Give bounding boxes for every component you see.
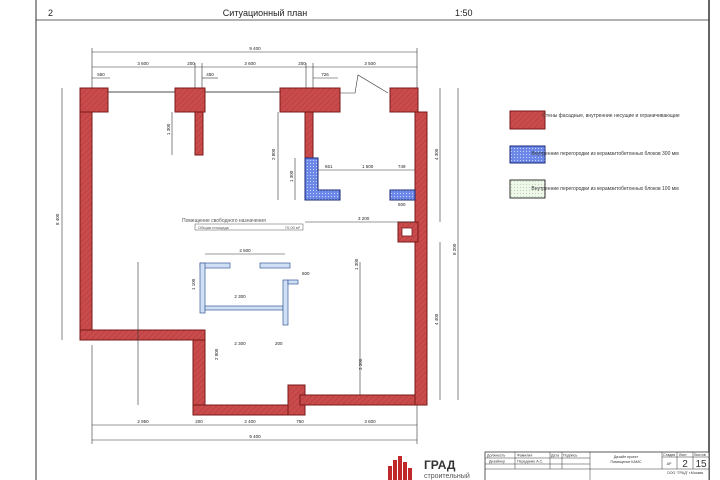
legend: Стены фасадные, внутренние несущие и огр… (509, 110, 680, 199)
svg-text:Дата: Дата (551, 454, 559, 458)
svg-text:1 300: 1 300 (166, 123, 171, 135)
svg-text:9 400: 9 400 (249, 434, 261, 439)
company-logo: ГРАД строительный (388, 456, 470, 480)
svg-text:2 300: 2 300 (234, 341, 246, 346)
partitions-300 (304, 157, 416, 201)
svg-text:Листов: Листов (694, 453, 706, 457)
svg-text:2 800: 2 800 (271, 148, 276, 160)
svg-text:Должность: Должность (487, 454, 505, 458)
bottom-dimensions: 2 950 200 2 400 750 3 600 9 400 (91, 345, 418, 444)
svg-text:600: 600 (302, 271, 310, 276)
svg-text:Дизайн проект: Дизайн проект (614, 455, 639, 459)
svg-text:Помещение КАМС: Помещение КАМС (610, 460, 641, 464)
svg-text:1 500: 1 500 (362, 164, 374, 169)
logo-subtitle: строительный (424, 472, 470, 480)
svg-text:ООО "ГРАД" г.Москва: ООО "ГРАД" г.Москва (667, 471, 703, 475)
sheet-number: 2 (48, 8, 53, 18)
legend-swatch-100 (509, 179, 546, 199)
svg-text:4 400: 4 400 (434, 313, 439, 325)
room-name: Помещение свободного назначения (182, 218, 266, 224)
svg-text:3 300: 3 300 (358, 358, 363, 370)
svg-text:3 600: 3 600 (244, 61, 256, 66)
svg-text:Переданко А.С.: Переданко А.С. (517, 460, 543, 464)
svg-text:749: 749 (398, 164, 406, 169)
legend-swatch-300 (509, 145, 546, 164)
svg-text:Подпись: Подпись (563, 454, 577, 458)
svg-text:Фамилия: Фамилия (517, 454, 532, 458)
logo-name: ГРАД (424, 458, 456, 472)
svg-text:4 300: 4 300 (434, 148, 439, 160)
svg-text:2: 2 (682, 459, 688, 470)
svg-text:15: 15 (695, 459, 707, 470)
svg-text:450: 450 (206, 72, 214, 77)
svg-text:8 400: 8 400 (55, 213, 60, 225)
svg-text:200: 200 (195, 419, 203, 424)
svg-text:200: 200 (298, 61, 306, 66)
svg-text:200: 200 (187, 61, 195, 66)
svg-text:АР: АР (667, 462, 672, 466)
legend-text-walls: Стены фасадные, внутренние несущие и огр… (542, 113, 680, 119)
svg-text:651: 651 (325, 164, 333, 169)
title-block: Должность Фамилия Дата Подпись Дизайнер … (484, 451, 710, 480)
legend-swatch-walls (509, 110, 546, 130)
exterior-walls (79, 87, 428, 416)
svg-text:500: 500 (398, 202, 406, 207)
svg-text:550: 550 (97, 72, 105, 77)
svg-text:Дизайнер: Дизайнер (489, 460, 505, 464)
svg-text:750: 750 (296, 419, 304, 424)
svg-text:2 300: 2 300 (234, 294, 246, 299)
sheet-scale: 1:50 (455, 8, 473, 18)
svg-text:8 200: 8 200 (452, 243, 457, 255)
svg-text:9 400: 9 400 (249, 46, 261, 51)
svg-text:1 100: 1 100 (191, 278, 196, 290)
room-label: Помещение свободного назначения Общая пл… (182, 218, 304, 231)
partitions-100 (199, 262, 299, 326)
svg-text:3 600: 3 600 (137, 61, 149, 66)
legend-text-100: Внутренние перегородки из керамзитобетон… (531, 186, 679, 192)
sheet-title: Ситуационный план (223, 8, 307, 18)
top-dimensions: 9 400 3 600 200 3 600 200 3 500 550 450 … (91, 46, 418, 112)
inner-dimensions: 1 300 2 800 1 300 651 1 500 749 500 3 20… (137, 112, 415, 405)
room-area-label: Общая площадь (198, 225, 229, 230)
svg-text:2 950: 2 950 (137, 419, 149, 424)
svg-text:Лист: Лист (679, 453, 687, 457)
svg-text:726: 726 (321, 72, 329, 77)
svg-text:2 800: 2 800 (214, 348, 219, 360)
svg-text:3 500: 3 500 (364, 61, 376, 66)
legend-text-300: Внутренние перегородки из керамзитобетон… (531, 151, 679, 157)
svg-text:Стадия: Стадия (663, 453, 675, 457)
svg-text:3 600: 3 600 (364, 419, 376, 424)
svg-text:3 200: 3 200 (358, 216, 370, 221)
side-dimensions: 8 400 4 300 4 400 8 200 (55, 88, 459, 400)
svg-text:1 300: 1 300 (354, 258, 359, 270)
room-area-value: 70,00 м² (285, 225, 301, 230)
svg-text:200: 200 (275, 341, 283, 346)
svg-text:2 500: 2 500 (239, 248, 251, 253)
svg-text:1 300: 1 300 (289, 170, 294, 182)
svg-text:2 400: 2 400 (244, 419, 256, 424)
